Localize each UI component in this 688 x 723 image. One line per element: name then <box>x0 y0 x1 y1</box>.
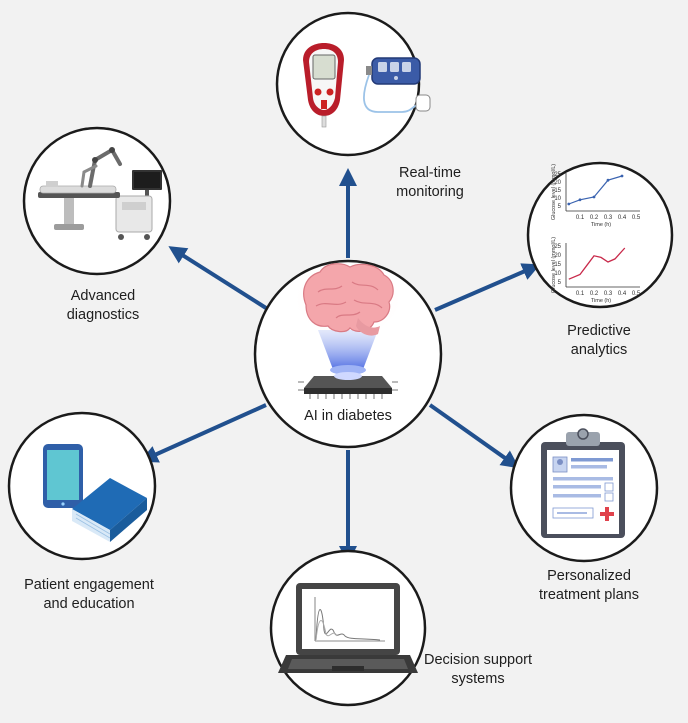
bottom-xtick-03: 0.3 <box>604 291 613 297</box>
real-time-monitoring-line2: monitoring <box>396 184 464 200</box>
top-ytick-5: 5 <box>558 204 562 210</box>
center-label: AI in diabetes <box>304 408 392 424</box>
top-ytick-25: 25 <box>554 172 561 178</box>
bottom-series-line <box>568 247 626 280</box>
bottom-ytick-10: 10 <box>554 271 561 277</box>
decision-support-line1: Decision support <box>424 652 532 668</box>
bottom-ytick-20: 20 <box>554 253 561 259</box>
mini-chart-bottom: 5 10 15 20 25 0.1 0.2 0.3 0.4 0.5 Time (… <box>551 237 641 304</box>
top-series-point <box>620 174 624 178</box>
top-series-point <box>592 195 596 199</box>
mini-chart-top: 5 10 15 20 25 0.1 0.2 0.3 0.4 0.5 Time (… <box>551 164 641 228</box>
decision-support-label: Decision support systems <box>413 651 543 689</box>
personalized-treatment-line1: Personalized <box>547 568 631 584</box>
advanced-diagnostics-label: Advanced diagnostics <box>48 287 158 325</box>
top-xtick-01: 0.1 <box>576 215 585 221</box>
real-time-monitoring-label: Real-time monitoring <box>380 164 480 202</box>
arrow-to-advanced-diagnostics <box>168 246 268 310</box>
advanced-diagnostics-circle <box>22 126 172 276</box>
bottom-ylabel: Glucose level (mmol/L) <box>551 237 557 293</box>
predictive-analytics-line2: analytics <box>570 342 628 358</box>
bottom-ytick-25: 25 <box>554 244 561 250</box>
laptop-icon <box>278 583 418 673</box>
patient-engagement-label: Patient engagement and education <box>14 576 164 614</box>
advanced-diagnostics-line1: Advanced <box>70 288 136 304</box>
brain-icon <box>303 263 394 333</box>
patient-engagement-line2: and education <box>43 596 135 612</box>
arrows <box>139 168 541 564</box>
top-ytick-20: 20 <box>554 180 561 186</box>
arrow-to-personalized-treatment <box>428 403 520 469</box>
real-time-monitoring-line1: Real-time <box>398 165 462 181</box>
bottom-xtick-02: 0.2 <box>590 291 599 297</box>
top-xlabel: Time (h) <box>591 222 611 228</box>
brain-chip-icon <box>292 260 404 399</box>
surgical-robot-icon <box>38 147 162 240</box>
predictive-analytics-line1: Predictive <box>567 323 631 339</box>
clipboard-icon <box>541 428 625 538</box>
bottom-xtick-04: 0.4 <box>618 291 627 297</box>
top-series-point <box>578 198 582 202</box>
bottom-ytick-5: 5 <box>558 280 562 286</box>
book-icon <box>72 478 147 542</box>
bottom-ytick-15: 15 <box>554 262 561 268</box>
personalized-treatment-line2: treatment plans <box>539 587 639 603</box>
predictive-analytics-circle <box>526 161 674 309</box>
top-ytick-15: 15 <box>554 188 561 194</box>
top-ylabel: Glucose level (mmol/L) <box>551 164 557 220</box>
insulin-pump-icon <box>363 57 431 113</box>
glucometer-icon <box>303 43 344 128</box>
bottom-xlabel: Time (h) <box>591 298 611 304</box>
top-xtick-03: 0.3 <box>604 215 613 221</box>
top-xtick-02: 0.2 <box>590 215 599 221</box>
patient-engagement-line1: Patient engagement <box>24 577 154 593</box>
top-xtick-05: 0.5 <box>632 215 641 221</box>
bottom-xtick-05: 0.5 <box>632 291 641 297</box>
predictive-analytics-label: Predictive analytics <box>544 322 654 360</box>
top-xtick-04: 0.4 <box>618 215 627 221</box>
arrow-to-patient-engagement <box>139 403 267 463</box>
arrow-to-predictive-analytics <box>434 263 541 312</box>
top-ytick-10: 10 <box>554 196 561 202</box>
decision-support-line2: systems <box>451 671 505 687</box>
top-series-point <box>606 178 610 182</box>
chip-icon <box>304 376 392 388</box>
advanced-diagnostics-line2: diagnostics <box>66 307 140 323</box>
top-series-point <box>567 202 571 206</box>
tablet-icon <box>43 444 83 508</box>
bottom-xtick-01: 0.1 <box>576 291 585 297</box>
personalized-treatment-label: Personalized treatment plans <box>524 567 654 605</box>
